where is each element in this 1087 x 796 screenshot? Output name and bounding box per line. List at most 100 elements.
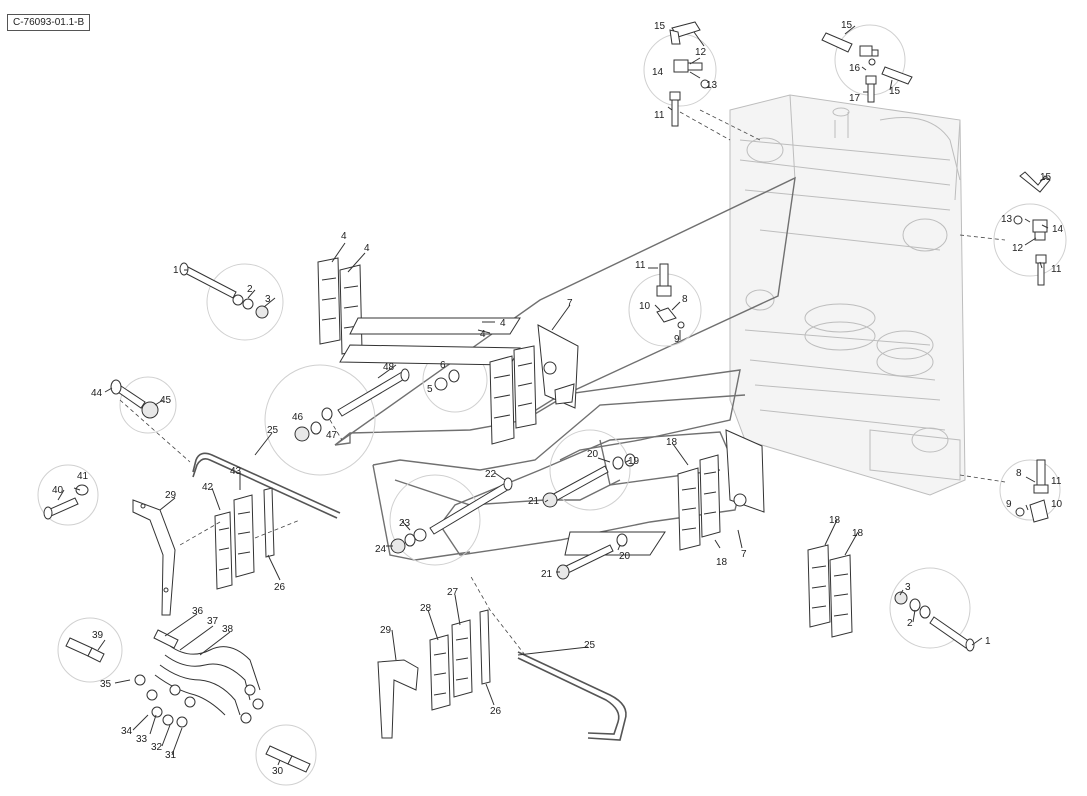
bolt-assembly-upper-left	[179, 262, 269, 319]
clamp-18-lower	[564, 429, 765, 556]
bolt-assembly-21-upper	[542, 453, 636, 508]
callout-label: 21	[528, 496, 540, 507]
callout-label: 15	[889, 86, 901, 97]
callout-label: 48	[383, 362, 395, 373]
callout-label: 38	[222, 624, 234, 635]
bracket-clamp-lower	[377, 609, 491, 739]
callout-label: 8	[682, 294, 688, 305]
callout-label: 36	[192, 606, 204, 617]
fitting-group-lower-right	[1015, 459, 1049, 523]
callout-label: 5	[427, 384, 433, 395]
callout-label: 22	[485, 469, 497, 480]
bolt-assembly-48	[337, 345, 537, 445]
callout-label: 26	[274, 582, 286, 593]
callout-label: 41	[77, 471, 89, 482]
callout-label: 47	[326, 430, 338, 441]
bracket-29-upper	[132, 499, 176, 616]
callout-label: 4	[364, 243, 370, 254]
callout-label: 30	[272, 766, 284, 777]
hose-manifold	[65, 629, 264, 728]
callout-labels: 15 12 14 13 11 15 16 17 15 15 13 14 12 1…	[52, 20, 1064, 777]
callout-label: 35	[100, 679, 112, 690]
callout-label: 4	[341, 231, 347, 242]
fitting-group-middle	[656, 263, 685, 329]
callout-label: 20	[587, 449, 599, 460]
rod-25-upper	[192, 452, 341, 519]
callout-label: 34	[121, 726, 133, 737]
callout-label: 17	[849, 93, 861, 104]
callout-label: 18	[716, 557, 728, 568]
callout-label: 18	[852, 528, 864, 539]
callout-label: 1	[985, 636, 991, 647]
callout-label: 2	[907, 618, 913, 629]
callout-label: 29	[165, 490, 177, 501]
bolt-assembly-22	[390, 477, 513, 554]
callout-label: 20	[619, 551, 631, 562]
callout-label: 11	[1051, 264, 1062, 275]
callout-label: 10	[1051, 499, 1063, 510]
rod-25-lower	[517, 651, 627, 741]
callout-label: 16	[849, 63, 861, 74]
callout-label: 29	[380, 625, 392, 636]
callout-label: 45	[160, 395, 172, 406]
fitting-group-top-right	[821, 32, 913, 103]
callout-label: 3	[265, 294, 271, 305]
callout-label: 12	[1012, 243, 1024, 254]
fitting-group-top-left	[669, 21, 710, 127]
fitting-group-right	[1013, 171, 1051, 286]
callout-label: 14	[652, 67, 664, 78]
callout-label: 15	[841, 20, 853, 31]
callout-label: 25	[267, 425, 279, 436]
callout-label: 4	[500, 318, 506, 329]
callout-label: 9	[674, 334, 680, 345]
callout-label: 7	[741, 549, 747, 560]
callout-label: 21	[541, 569, 553, 580]
drawing-reference-code: C-76093-01.1-B	[7, 14, 91, 31]
callout-label: 6	[440, 360, 446, 371]
bracket-7	[537, 324, 579, 409]
callout-label: 11	[1051, 476, 1062, 487]
callout-label: 27	[447, 587, 459, 598]
callout-label: 28	[420, 603, 432, 614]
callout-label: 32	[151, 742, 163, 753]
callout-label: 39	[92, 630, 104, 641]
callout-label: 33	[136, 734, 148, 745]
callout-label: 46	[292, 412, 304, 423]
clamp-42-43	[214, 487, 275, 590]
callout-label: 19	[628, 456, 640, 467]
callout-label: 15	[1040, 172, 1052, 183]
callout-label: 7	[567, 298, 573, 309]
callout-label: 18	[829, 515, 841, 526]
callout-label: 13	[706, 80, 718, 91]
callout-label: 25	[584, 640, 596, 651]
callout-label: 31	[165, 750, 177, 761]
bolt-assembly-40	[43, 484, 89, 520]
callout-label: 11	[654, 110, 665, 121]
clamp-assembly-lower-right	[807, 544, 975, 652]
callout-label: 26	[490, 706, 502, 717]
callout-label: 1	[173, 265, 179, 276]
washers-46-47	[294, 407, 333, 442]
clamp-halves-4	[317, 257, 521, 366]
callout-label: 10	[639, 301, 651, 312]
callout-label: 43	[230, 466, 242, 477]
callout-label: 40	[52, 485, 64, 496]
callout-label: 23	[399, 518, 411, 529]
callout-label: 2	[247, 284, 253, 295]
callout-label: 24	[375, 544, 387, 555]
callout-label: 14	[1052, 224, 1064, 235]
bolt-assembly-21-lower	[556, 533, 628, 580]
callout-label: 11	[635, 260, 646, 271]
leader-lines	[57, 25, 1049, 766]
callout-label: 15	[654, 21, 666, 32]
callout-label: 12	[695, 47, 707, 58]
fitting-30	[265, 745, 311, 773]
bolt-assembly-44	[110, 379, 159, 419]
callout-label: 8	[1016, 468, 1022, 479]
callout-label: 42	[202, 482, 214, 493]
callout-label: 4	[480, 329, 486, 340]
callout-label: 3	[905, 582, 911, 593]
callout-label: 44	[91, 388, 103, 399]
